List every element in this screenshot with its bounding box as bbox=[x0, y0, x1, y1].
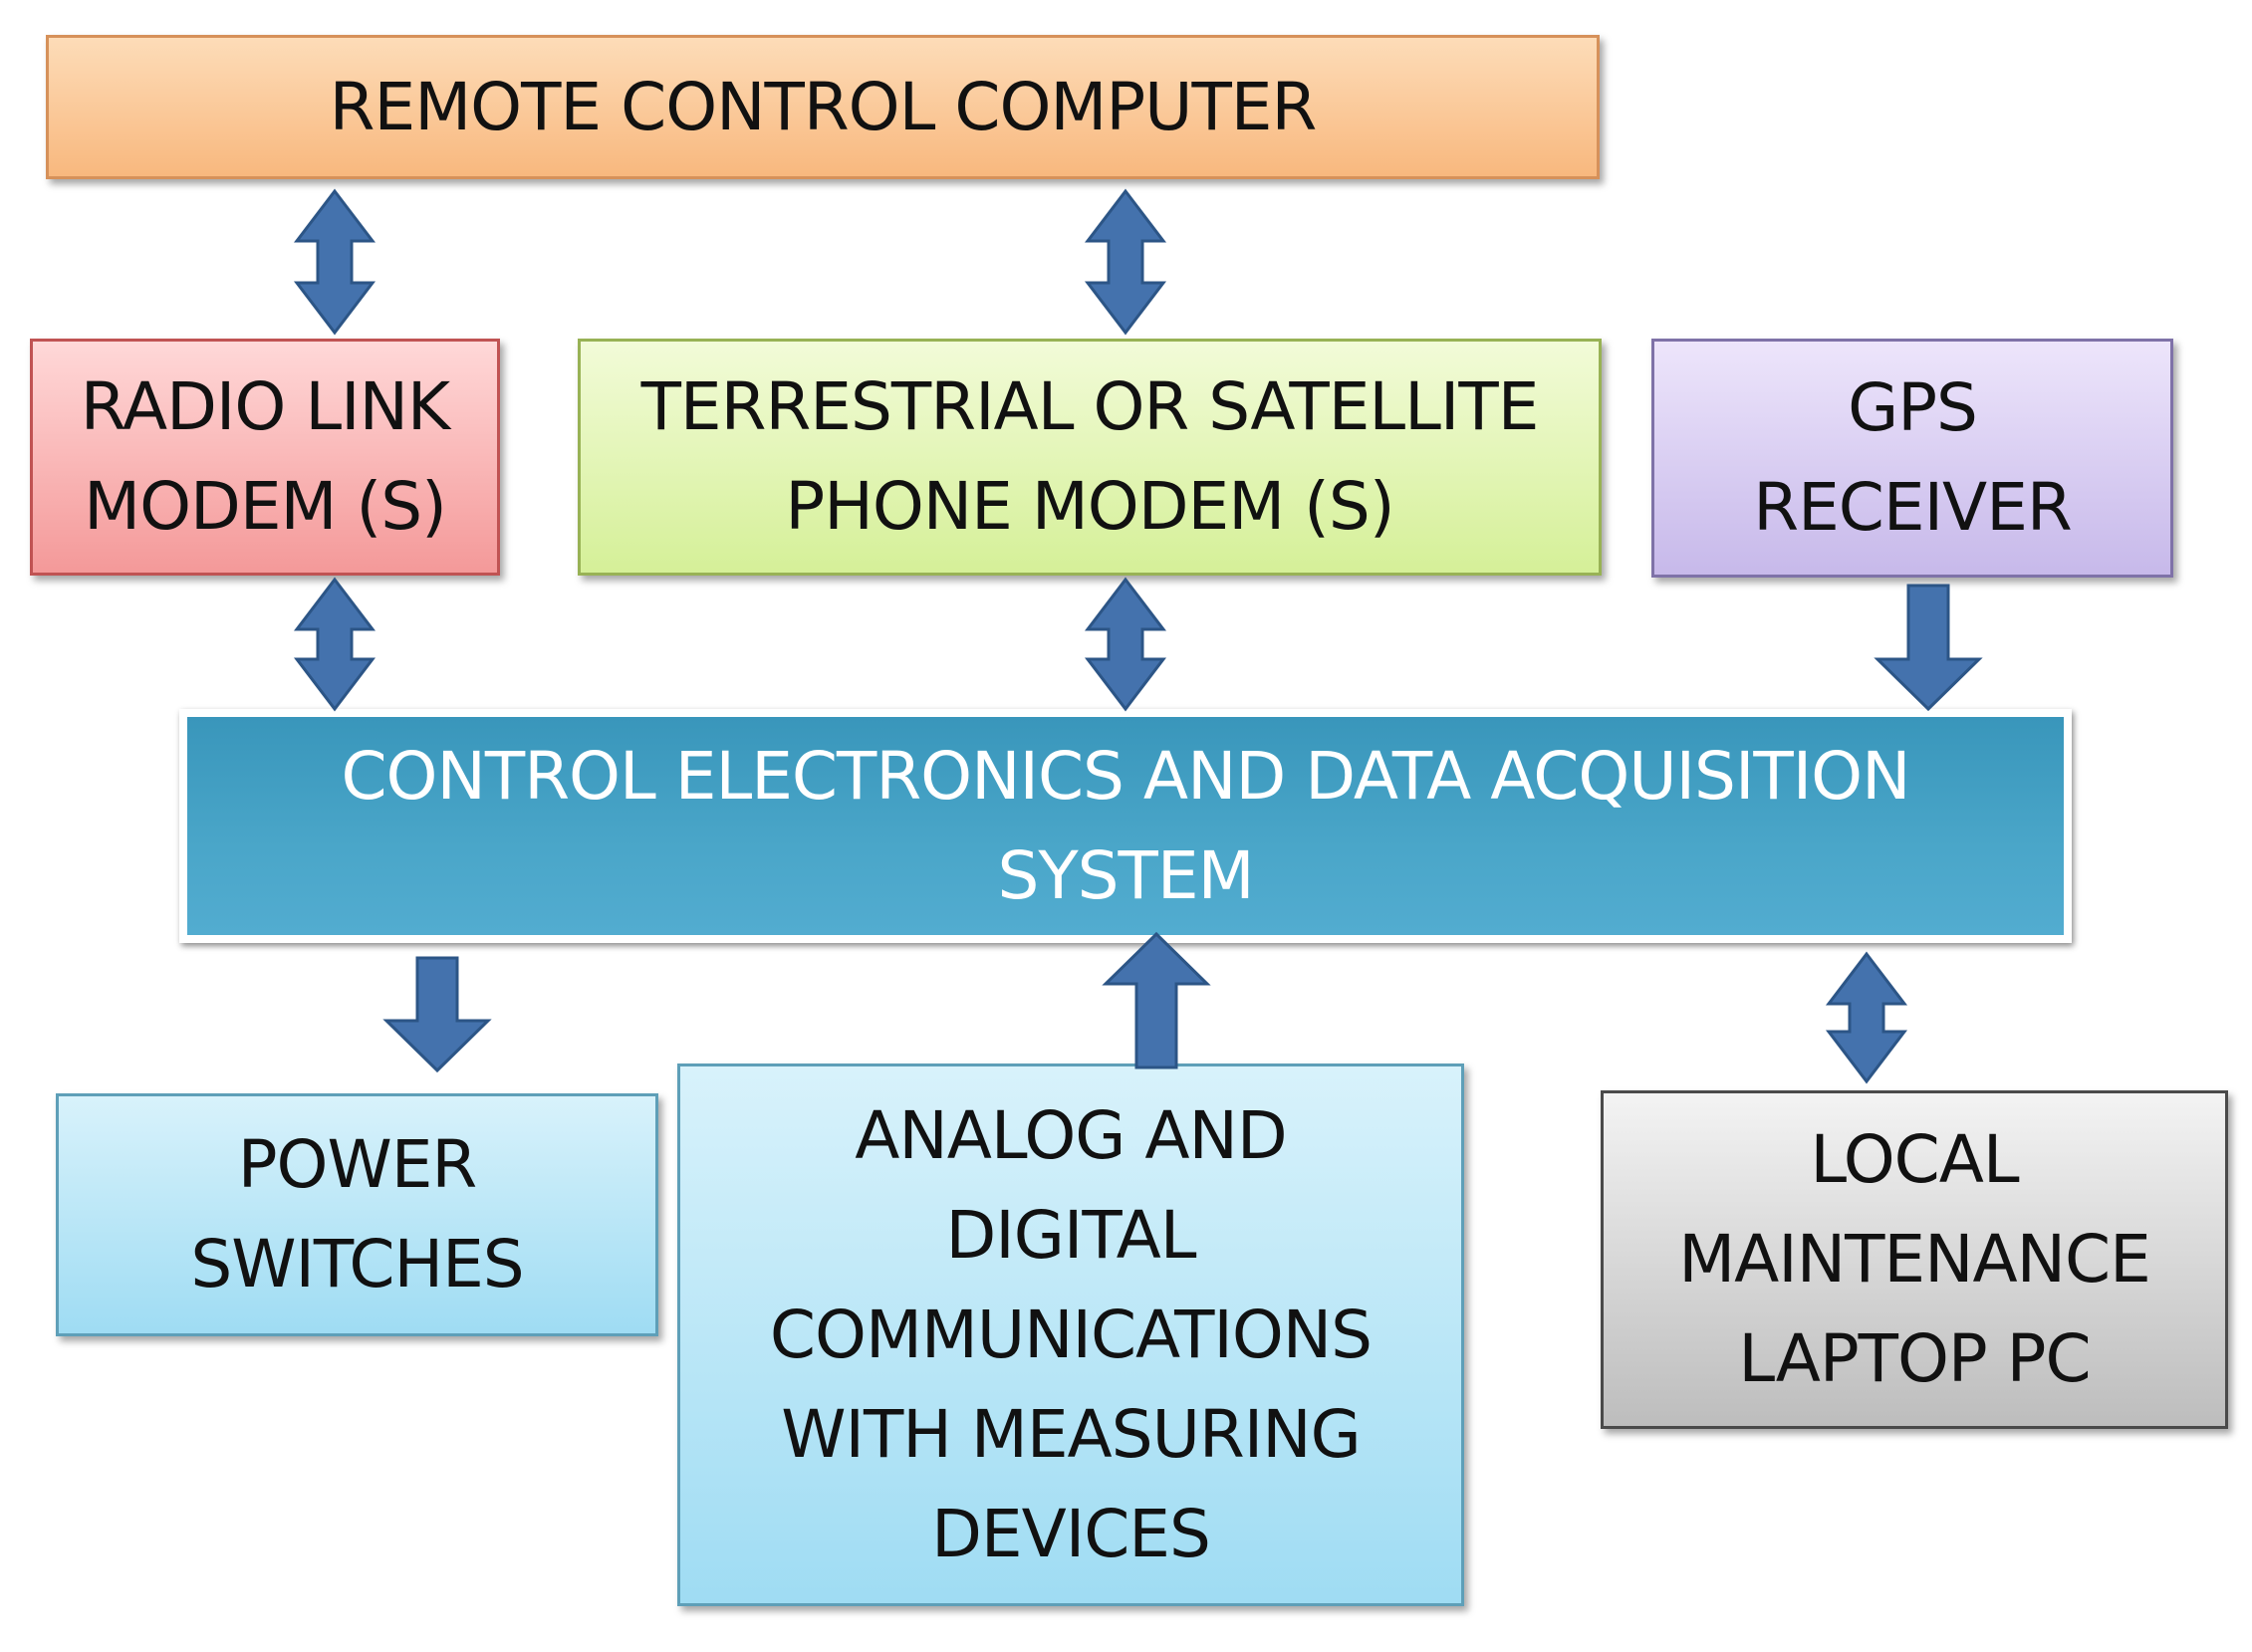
box-label-line: DIGITAL bbox=[945, 1196, 1196, 1274]
box-label-line: SYSTEM bbox=[997, 836, 1254, 914]
arrow-control-local bbox=[1825, 951, 1908, 1084]
box-label-line: DEVICES bbox=[931, 1495, 1211, 1572]
box-label-line: MODEM (S) bbox=[84, 468, 447, 545]
box-label-line: POWER bbox=[237, 1126, 478, 1203]
phone-modem-box: TERRESTRIAL OR SATELLITE PHONE MODEM (S) bbox=[578, 339, 1602, 576]
gps-receiver-box: GPS RECEIVER bbox=[1651, 339, 2173, 578]
arrow-radio-control bbox=[293, 577, 376, 712]
power-switches-box: POWER SWITCHES bbox=[56, 1093, 658, 1336]
box-label-line: RECEIVER bbox=[1753, 469, 2073, 546]
box-label-line: TERRESTRIAL OR SATELLITE bbox=[640, 368, 1540, 445]
box-label-line: MAINTENANCE bbox=[1678, 1221, 2151, 1298]
box-label-line: LAPTOP PC bbox=[1738, 1320, 2091, 1397]
box-label-line: LOCAL bbox=[1810, 1121, 2019, 1198]
arrow-analog-control bbox=[1102, 931, 1211, 1069]
box-label-line: SWITCHES bbox=[190, 1226, 524, 1302]
box-label-line: GPS bbox=[1848, 369, 1978, 446]
arrow-control-power bbox=[382, 956, 492, 1073]
local-maintenance-laptop-box: LOCAL MAINTENANCE LAPTOP PC bbox=[1601, 1090, 2228, 1429]
box-label-line: REMOTE CONTROL COMPUTER bbox=[329, 68, 1318, 145]
remote-control-computer-box: REMOTE CONTROL COMPUTER bbox=[46, 35, 1600, 179]
box-label-line: ANALOG AND bbox=[855, 1096, 1288, 1174]
box-label-line: RADIO LINK bbox=[80, 368, 450, 445]
arrow-remote-radio bbox=[293, 188, 376, 336]
box-label-line: COMMUNICATIONS bbox=[769, 1296, 1373, 1373]
arrow-gps-control bbox=[1874, 584, 1983, 712]
analog-digital-communications-box: ANALOG AND DIGITAL COMMUNICATIONS WITH M… bbox=[677, 1063, 1464, 1606]
box-label-line: PHONE MODEM (S) bbox=[785, 468, 1394, 545]
control-electronics-box: CONTROL ELECTRONICS AND DATA ACQUISITION… bbox=[179, 709, 2072, 943]
arrow-phone-control bbox=[1084, 577, 1167, 712]
box-label-line: CONTROL ELECTRONICS AND DATA ACQUISITION bbox=[341, 737, 1910, 815]
arrow-remote-phone bbox=[1084, 188, 1167, 336]
radio-link-modem-box: RADIO LINK MODEM (S) bbox=[30, 339, 500, 576]
box-label-line: WITH MEASURING bbox=[781, 1395, 1361, 1473]
